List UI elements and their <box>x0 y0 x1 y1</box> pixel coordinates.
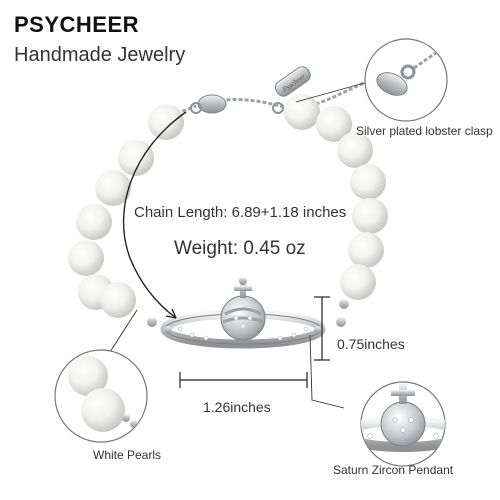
pearl-strand <box>68 94 388 318</box>
weight-label: Weight: 0.45 oz <box>174 238 306 259</box>
clasp-detail-circle <box>364 38 448 122</box>
width-dimension-label: 1.26inches <box>203 399 271 415</box>
pearl <box>340 264 376 300</box>
brand-tagline: Handmade Jewelry <box>14 44 186 66</box>
pearl <box>352 198 388 234</box>
brand-name: PSYCHEER <box>14 12 140 37</box>
pearl <box>100 282 136 318</box>
pearls-callout-label: White Pearls <box>93 448 162 462</box>
pendant-detail-circle <box>360 381 446 467</box>
pearls-detail-circle <box>54 349 148 443</box>
chain-length-arrow <box>122 111 187 319</box>
height-dimension <box>314 296 330 361</box>
pearl <box>95 170 131 206</box>
chain-length-label: Chain Length: 6.89+1.18 inches <box>134 204 347 221</box>
pearl <box>148 104 184 140</box>
pearl <box>316 106 352 142</box>
pearl <box>284 94 320 130</box>
pearl <box>76 204 112 240</box>
pearl <box>348 232 384 268</box>
pendant-callout-label: Saturn Zircon Pendant <box>333 463 454 477</box>
pearl <box>337 132 373 168</box>
lobster-clasp <box>190 94 227 114</box>
pearl <box>350 164 386 200</box>
pearl <box>68 240 104 276</box>
pearl <box>118 140 154 176</box>
width-dimension <box>179 372 308 388</box>
clasp-callout-label: Silver plated lobster clasp <box>356 124 493 138</box>
saturn-pendant <box>160 277 326 349</box>
brand-tag: Psycheer <box>274 66 311 97</box>
height-dimension-label: 0.75inches <box>337 336 405 352</box>
